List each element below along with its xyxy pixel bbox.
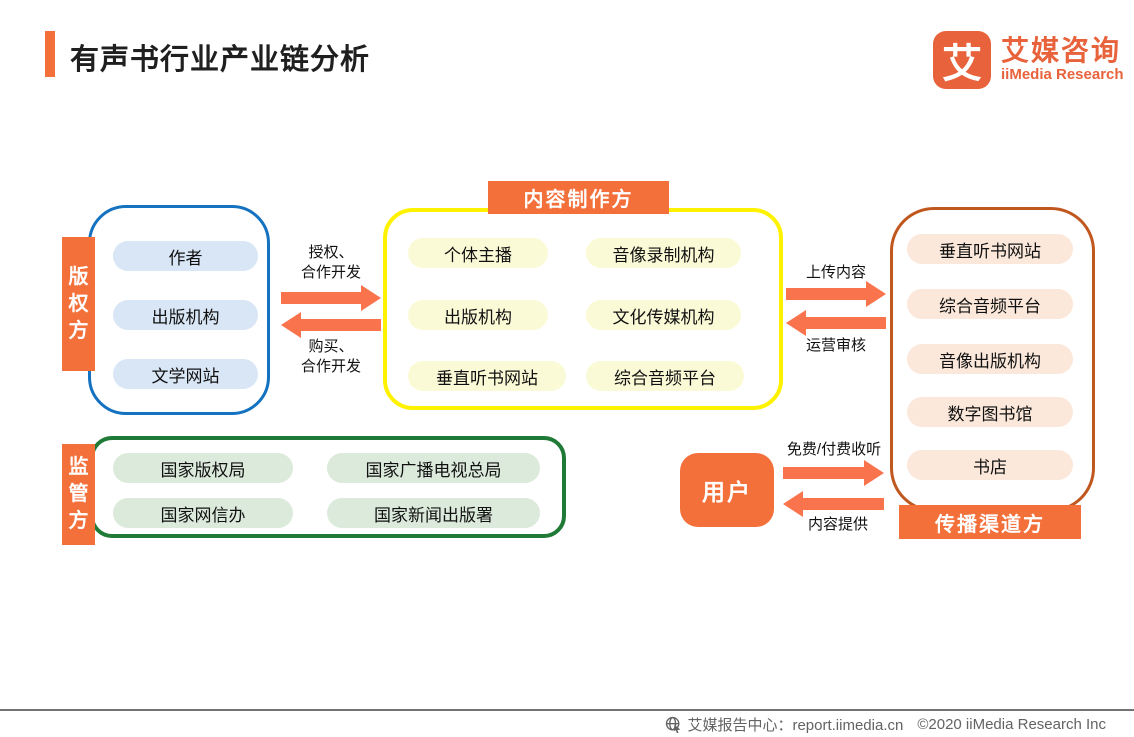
brand-name-en: iiMedia Research	[1001, 66, 1124, 83]
flow-label-listen: 免费/付费收听	[786, 441, 882, 458]
flow-label-authorize: 授权、 合作开发	[300, 244, 361, 281]
arrow-left-provide	[783, 491, 884, 517]
brand-name-cn: 艾媒咨询	[1001, 35, 1122, 66]
brand-logo: 艾 艾媒咨询 iiMedia Research	[933, 31, 1124, 89]
brand-logo-icon: 艾	[933, 31, 991, 89]
arrow-left-review	[786, 310, 886, 336]
regulator-item: 国家版权局	[113, 453, 293, 483]
producer-item: 综合音频平台	[586, 361, 744, 391]
title-accent-bar	[45, 31, 55, 77]
channel-item: 综合音频平台	[907, 289, 1073, 319]
arrow-left-purchase	[281, 312, 381, 338]
arrow-right-authorize	[281, 285, 381, 311]
channels-group-label: 传播渠道方	[899, 505, 1081, 539]
producers-group-label: 内容制作方	[488, 181, 669, 214]
regulators-group-label: 监管方	[62, 444, 95, 545]
producer-item: 个体主播	[408, 238, 548, 268]
channel-item: 数字图书馆	[907, 397, 1073, 427]
regulator-item: 国家新闻出版署	[327, 498, 540, 528]
copyright-item: 作者	[113, 241, 258, 271]
arrow-right-upload	[786, 281, 886, 307]
producer-item: 出版机构	[408, 300, 548, 330]
globe-icon	[665, 716, 682, 733]
footer-divider	[0, 709, 1134, 711]
producer-item: 文化传媒机构	[586, 300, 741, 330]
flow-label-upload: 上传内容	[805, 264, 866, 281]
producer-item: 垂直听书网站	[408, 361, 566, 391]
flow-label-review: 运营审核	[805, 337, 866, 354]
regulator-item: 国家广播电视总局	[327, 453, 540, 483]
copyright-group-label: 版权方	[62, 237, 95, 371]
channel-item: 书店	[907, 450, 1073, 480]
copyright-item: 文学网站	[113, 359, 258, 389]
arrow-right-listen	[783, 460, 884, 486]
footer-source: 艾媒报告中心：report.iimedia.cn	[687, 717, 904, 734]
flow-label-purchase: 购买、 合作开发	[300, 338, 361, 375]
producer-item: 音像录制机构	[586, 238, 741, 268]
copyright-item: 出版机构	[113, 300, 258, 330]
footer: 艾媒报告中心：report.iimedia.cn ©2020 iiMedia R…	[665, 714, 1106, 735]
user-node: 用户	[680, 453, 774, 527]
channel-item: 音像出版机构	[907, 344, 1073, 374]
channel-item: 垂直听书网站	[907, 234, 1073, 264]
footer-copyright: ©2020 iiMedia Research Inc	[917, 716, 1106, 733]
page-title: 有声书行业产业链分析	[70, 44, 371, 76]
regulator-item: 国家网信办	[113, 498, 293, 528]
flow-label-provide: 内容提供	[807, 516, 868, 533]
